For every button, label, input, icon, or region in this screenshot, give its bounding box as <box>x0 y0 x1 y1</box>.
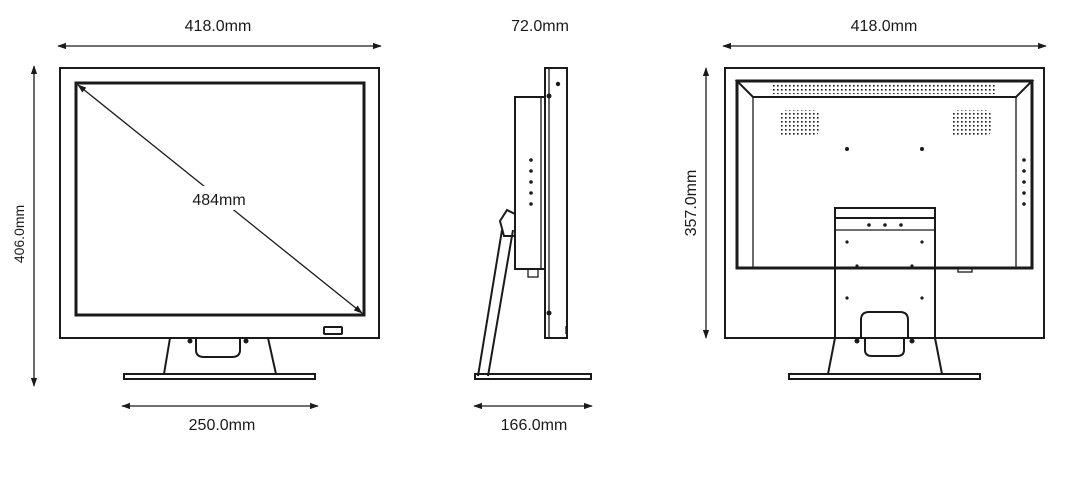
rear-height-label: 357.0mm <box>683 170 700 237</box>
front-base-width-dimension: 250.0mm <box>121 402 319 434</box>
rear-width-dimension: 418.0mm <box>722 18 1047 50</box>
front-base-width-label: 250.0mm <box>189 417 256 434</box>
side-view: 72.0mm 166.0mm <box>473 18 593 434</box>
side-base-depth-label: 166.0mm <box>501 417 568 434</box>
front-height-dimension: 406.0mm <box>11 65 38 387</box>
front-view: 418.0mm 406.0mm 484mm 250.0mm <box>11 18 382 434</box>
rear-height-dimension: 357.0mm <box>683 67 710 339</box>
front-height-label: 406.0mm <box>11 205 27 263</box>
front-width-label: 418.0mm <box>185 18 252 35</box>
power-button <box>323 326 343 335</box>
side-base-depth-dimension: 166.0mm <box>473 402 593 434</box>
left-speaker-grille <box>779 110 819 136</box>
rear-housing <box>724 67 1045 339</box>
rear-view: 418.0mm 357.0mm <box>683 18 1047 380</box>
side-depth-label: 72.0mm <box>511 18 569 35</box>
rear-stand <box>788 207 981 380</box>
front-width-dimension: 418.0mm <box>57 18 382 50</box>
side-depth-dimension: 72.0mm <box>511 18 569 35</box>
rear-cover <box>735 79 1034 270</box>
side-base <box>474 373 592 380</box>
screen-diagonal-label: 484mm <box>192 192 245 209</box>
right-speaker-grille <box>951 110 991 136</box>
front-screen <box>74 81 366 317</box>
side-panel-front <box>544 67 568 339</box>
front-stand <box>123 337 316 380</box>
rear-width-label: 418.0mm <box>851 18 918 35</box>
top-vent <box>772 84 997 94</box>
front-bezel <box>59 67 380 339</box>
